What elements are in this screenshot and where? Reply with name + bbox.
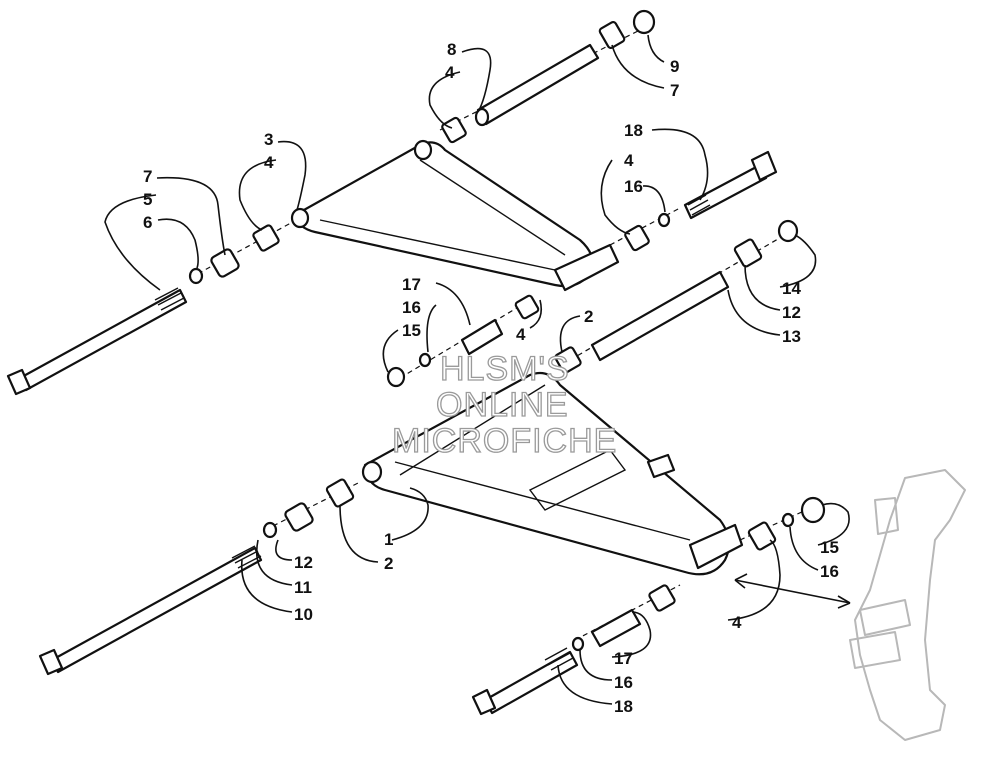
- callout-4: 4: [624, 151, 634, 170]
- callout-8: 8: [447, 40, 456, 59]
- callout-3: 3: [264, 130, 273, 149]
- spindle-ghost: [849, 469, 966, 741]
- callout-13: 13: [782, 327, 801, 346]
- callout-10: 10: [294, 605, 313, 624]
- callout-4: 4: [445, 63, 455, 82]
- leader-lines: [104, 34, 850, 705]
- callout-18: 18: [614, 697, 633, 716]
- watermark-line1: HLSM'S: [440, 350, 570, 388]
- lower-right-hardware: [734, 496, 851, 609]
- callout-12: 12: [294, 553, 313, 572]
- callout-2: 2: [584, 307, 593, 326]
- upper-right-bolt-stack: [624, 150, 778, 252]
- lower-a-arm: [361, 371, 744, 576]
- callout-6: 6: [143, 213, 152, 232]
- callout-15: 15: [402, 321, 421, 340]
- callout-7: 7: [670, 81, 679, 100]
- callout-5: 5: [143, 190, 152, 209]
- callout-11: 11: [294, 578, 312, 597]
- callout-4: 4: [264, 153, 274, 172]
- callout-16: 16: [820, 562, 839, 581]
- callout-4: 4: [516, 325, 526, 344]
- callout-labels: 8 4 9 7 3 4 18 4 16 7 5 6 17 16 15 4 2 1…: [143, 40, 839, 716]
- lower-bolt-stack: [471, 584, 676, 716]
- callout-16: 16: [402, 298, 421, 317]
- callout-17: 17: [402, 275, 421, 294]
- callout-14: 14: [782, 279, 801, 298]
- lower-left-bolt-stack: [38, 478, 355, 676]
- callout-18: 18: [624, 121, 643, 140]
- callout-16: 16: [624, 177, 643, 196]
- watermark-line3: MICROFICHE: [392, 422, 617, 460]
- callout-16: 16: [614, 673, 633, 692]
- upper-a-arm: [290, 139, 620, 292]
- upper-left-bolt-stack: [6, 224, 280, 396]
- upper-pivot-shaft: [441, 9, 656, 144]
- callout-12: 12: [782, 303, 801, 322]
- callout-9: 9: [670, 57, 679, 76]
- callout-7: 7: [143, 167, 152, 186]
- callout-1: 1: [384, 530, 393, 549]
- callout-2: 2: [384, 554, 393, 573]
- middle-pins: [386, 219, 799, 388]
- watermark-line2: ONLINE: [436, 386, 569, 424]
- callout-17: 17: [614, 649, 633, 668]
- callout-15: 15: [820, 538, 839, 557]
- watermark: HLSM'S ONLINE MICROFICHE: [391, 349, 617, 460]
- callout-4: 4: [732, 613, 742, 632]
